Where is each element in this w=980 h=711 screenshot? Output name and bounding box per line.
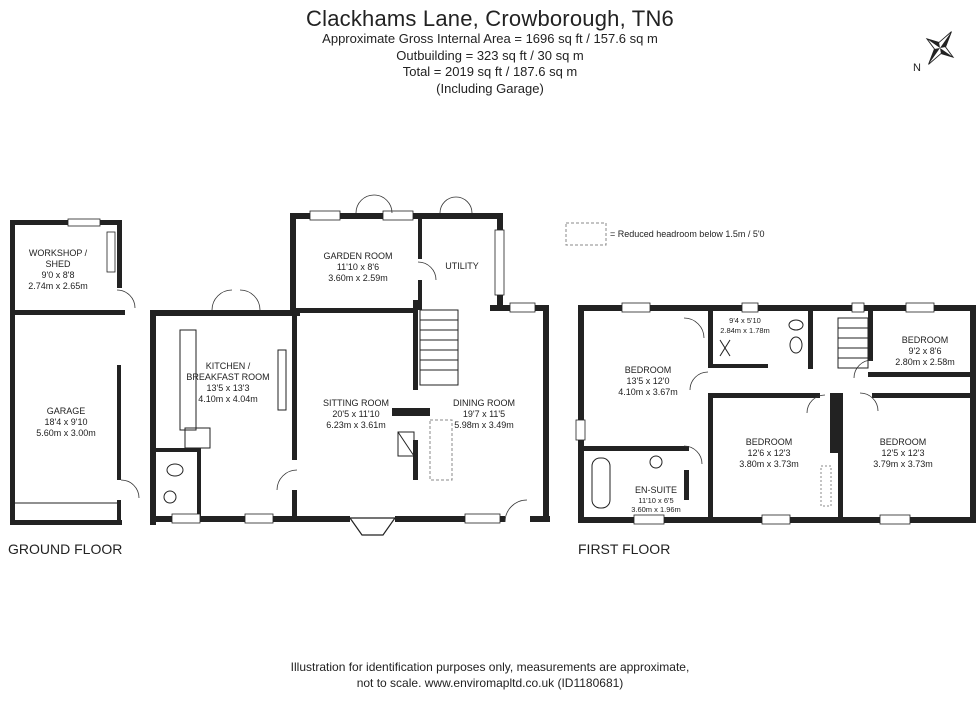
ground-floor-walls — [150, 194, 550, 536]
garage-name: GARAGE — [47, 406, 86, 416]
plan-title: Clackhams Lane, Crowborough, TN6 — [306, 6, 674, 31]
workshop-name-1: WORKSHOP / — [29, 248, 88, 258]
first-floor-label: FIRST FLOOR — [578, 541, 670, 557]
garden-room-name: GARDEN ROOM — [323, 251, 392, 261]
kitchen-name-2: BREAKFAST ROOM — [186, 372, 269, 382]
outbuilding-area-line: Outbuilding = 323 sq ft / 30 sq m — [396, 48, 584, 63]
ensuite-imperial: 11'10 x 6'5 — [638, 496, 673, 505]
legend-text: = Reduced headroom below 1.5m / 5'0 — [610, 229, 765, 239]
bedroom3-imperial: 12'5 x 12'3 — [882, 448, 925, 458]
garage-walls — [10, 310, 140, 525]
bedroom1-metric: 4.10m x 3.67m — [618, 387, 678, 397]
bedroom2-metric: 3.80m x 3.73m — [739, 459, 799, 469]
garage-metric: 5.60m x 3.00m — [36, 428, 96, 438]
utility-name: UTILITY — [445, 261, 479, 271]
bedroom2-name: BEDROOM — [746, 437, 793, 447]
reduced-headroom-swatch — [565, 222, 607, 246]
garage-imperial: 18'4 x 9'10 — [45, 417, 88, 427]
workshop-metric: 2.74m x 2.65m — [28, 281, 88, 291]
workshop-imperial: 9'0 x 8'8 — [42, 270, 75, 280]
first-floor-walls — [575, 302, 976, 525]
bedroom3-name: BEDROOM — [880, 437, 927, 447]
ensuite-name: EN-SUITE — [635, 485, 677, 495]
bedroom1-imperial: 13'5 x 12'0 — [627, 376, 670, 386]
disclaimer-line-2: not to scale. www.enviromapltd.co.uk (ID… — [356, 676, 624, 690]
workshop-name-2: SHED — [45, 259, 71, 269]
dining-room-metric: 5.98m x 3.49m — [454, 420, 514, 430]
small-bedroom-imperial: 9'2 x 8'6 — [909, 346, 942, 356]
dining-room-name: DINING ROOM — [453, 398, 515, 408]
bedroom1-name: BEDROOM — [625, 365, 672, 375]
kitchen-name-1: KITCHEN / — [206, 361, 251, 371]
small-bedroom-name: BEDROOM — [902, 335, 949, 345]
sitting-room-name: SITTING ROOM — [323, 398, 389, 408]
small-bedroom-metric: 2.80m x 2.58m — [895, 357, 955, 367]
garden-room-imperial: 11'10 x 8'6 — [337, 262, 379, 272]
sitting-room-metric: 6.23m x 3.61m — [326, 420, 386, 430]
kitchen-imperial: 13'5 x 13'3 — [207, 383, 250, 393]
bedroom3-metric: 3.79m x 3.73m — [873, 459, 933, 469]
garden-room-metric: 3.60m x 2.59m — [328, 273, 388, 283]
north-label: N — [913, 62, 921, 74]
ground-floor-label: GROUND FLOOR — [8, 541, 122, 557]
disclaimer-line-1: Illustration for identification purposes… — [290, 660, 690, 674]
total-area-line: Total = 2019 sq ft / 187.6 sq m — [402, 64, 578, 79]
gross-area-line: Approximate Gross Internal Area = 1696 s… — [322, 31, 658, 46]
bedroom2-imperial: 12'6 x 12'3 — [748, 448, 791, 458]
bathroom-imperial: 9'4 x 5'10 — [729, 316, 761, 325]
dining-room-imperial: 19'7 x 11'5 — [463, 409, 505, 419]
bathroom-metric: 2.84m x 1.78m — [720, 326, 770, 335]
kitchen-metric: 4.10m x 4.04m — [198, 394, 258, 404]
workshop-walls — [10, 218, 136, 315]
sitting-room-imperial: 20'5 x 11'10 — [332, 409, 379, 419]
garage-note-line: (Including Garage) — [436, 81, 544, 96]
ensuite-metric: 3.60m x 1.96m — [631, 505, 681, 514]
compass-icon — [925, 31, 955, 65]
